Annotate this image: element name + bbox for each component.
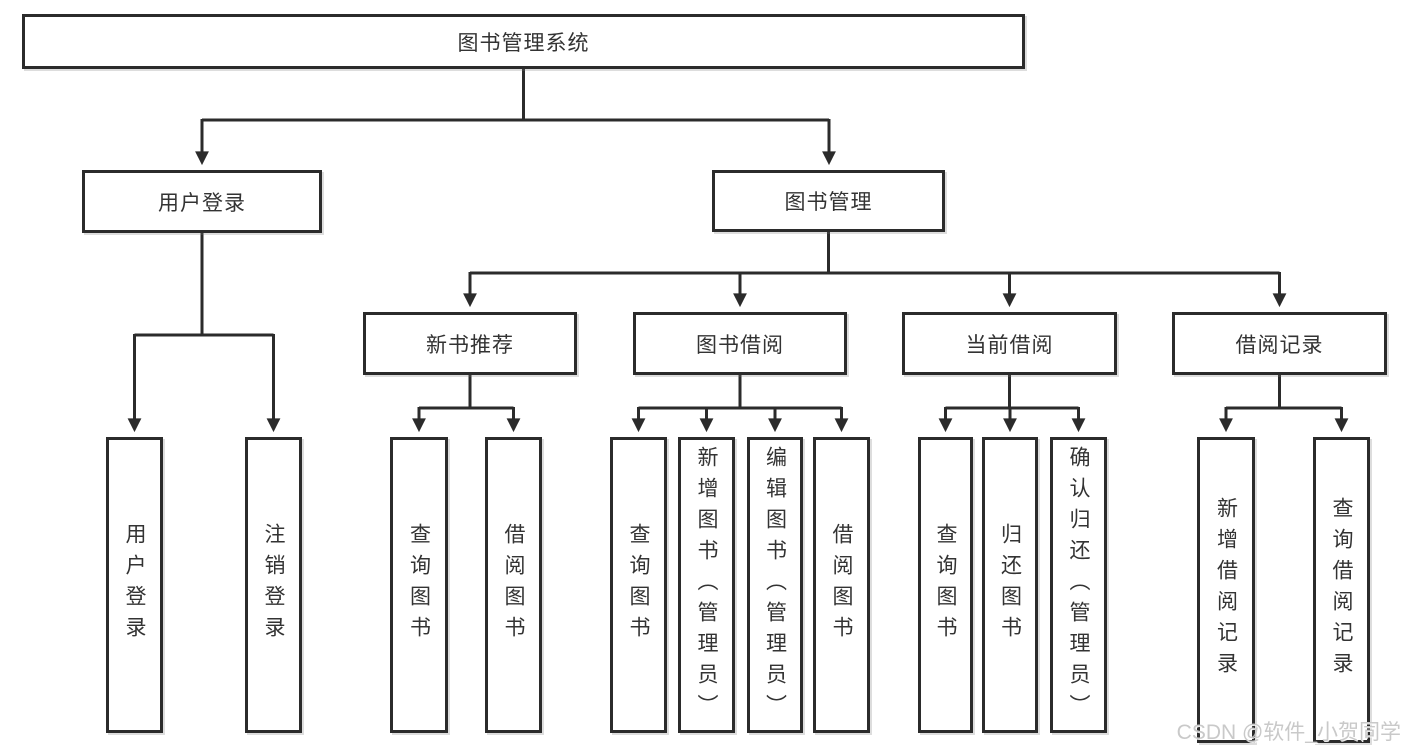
node-borrow-records: 借阅记录 bbox=[1172, 312, 1387, 375]
node-borrow-records-label: 借阅记录 bbox=[1235, 333, 1324, 357]
leaf-user-login: 用户登录 bbox=[106, 437, 163, 733]
leaf-query-borrow-record: 查询借阅记录 bbox=[1313, 437, 1370, 743]
node-book-borrow-label: 图书借阅 bbox=[696, 333, 784, 357]
leaf-query-books-1-label: 查询图书 bbox=[407, 523, 431, 647]
node-current-borrow: 当前借阅 bbox=[902, 312, 1117, 375]
node-book-management: 图书管理 bbox=[712, 170, 945, 232]
leaf-borrow-books-1: 借阅图书 bbox=[485, 437, 542, 733]
leaf-query-books-3-label: 查询图书 bbox=[934, 523, 957, 647]
node-root-label: 图书管理系统 bbox=[457, 31, 590, 55]
leaf-logout-label: 注销登录 bbox=[262, 523, 285, 647]
node-new-book-recommend-label: 新书推荐 bbox=[426, 333, 514, 357]
leaf-add-borrow-record: 新增借阅记录 bbox=[1197, 437, 1255, 743]
leaf-query-books-2: 查询图书 bbox=[610, 437, 667, 733]
leaf-add-books-admin: 新增图书（管理员） bbox=[678, 437, 735, 733]
node-book-management-label: 图书管理 bbox=[784, 191, 873, 214]
leaf-user-login-label: 用户登录 bbox=[123, 523, 146, 647]
leaf-confirm-return-admin: 确认归还（管理员） bbox=[1050, 437, 1107, 733]
csdn-watermark: CSDN @软件_小贺同学 bbox=[1176, 721, 1401, 744]
node-new-book-recommend: 新书推荐 bbox=[363, 312, 577, 375]
connector-trunks bbox=[134, 67, 1342, 410]
leaf-logout: 注销登录 bbox=[245, 437, 302, 733]
leaf-edit-books-admin: 编辑图书（管理员） bbox=[747, 437, 803, 733]
node-book-borrow: 图书借阅 bbox=[633, 312, 847, 375]
leaf-query-books-1: 查询图书 bbox=[390, 437, 448, 733]
leaf-add-books-admin-label: 新增图书（管理员） bbox=[695, 445, 718, 725]
node-root: 图书管理系统 bbox=[22, 14, 1025, 69]
node-user-login-label: 用户登录 bbox=[158, 191, 246, 215]
leaf-add-borrow-record-label: 新增借阅记录 bbox=[1214, 497, 1238, 683]
leaf-return-books-label: 归还图书 bbox=[998, 523, 1022, 647]
leaf-borrow-books-2-label: 借阅图书 bbox=[830, 523, 853, 647]
leaf-query-books-3: 查询图书 bbox=[918, 437, 973, 733]
leaf-edit-books-admin-label: 编辑图书（管理员） bbox=[763, 445, 787, 725]
leaf-confirm-return-admin-label: 确认归还（管理员） bbox=[1067, 445, 1090, 725]
leaf-borrow-books-2: 借阅图书 bbox=[813, 437, 870, 733]
node-current-borrow-label: 当前借阅 bbox=[965, 333, 1054, 357]
leaf-query-books-2-label: 查询图书 bbox=[627, 523, 650, 647]
leaf-query-borrow-record-label: 查询借阅记录 bbox=[1330, 497, 1353, 683]
leaf-return-books: 归还图书 bbox=[982, 437, 1038, 733]
node-user-login: 用户登录 bbox=[82, 170, 322, 233]
leaf-borrow-books-1-label: 借阅图书 bbox=[502, 523, 525, 647]
